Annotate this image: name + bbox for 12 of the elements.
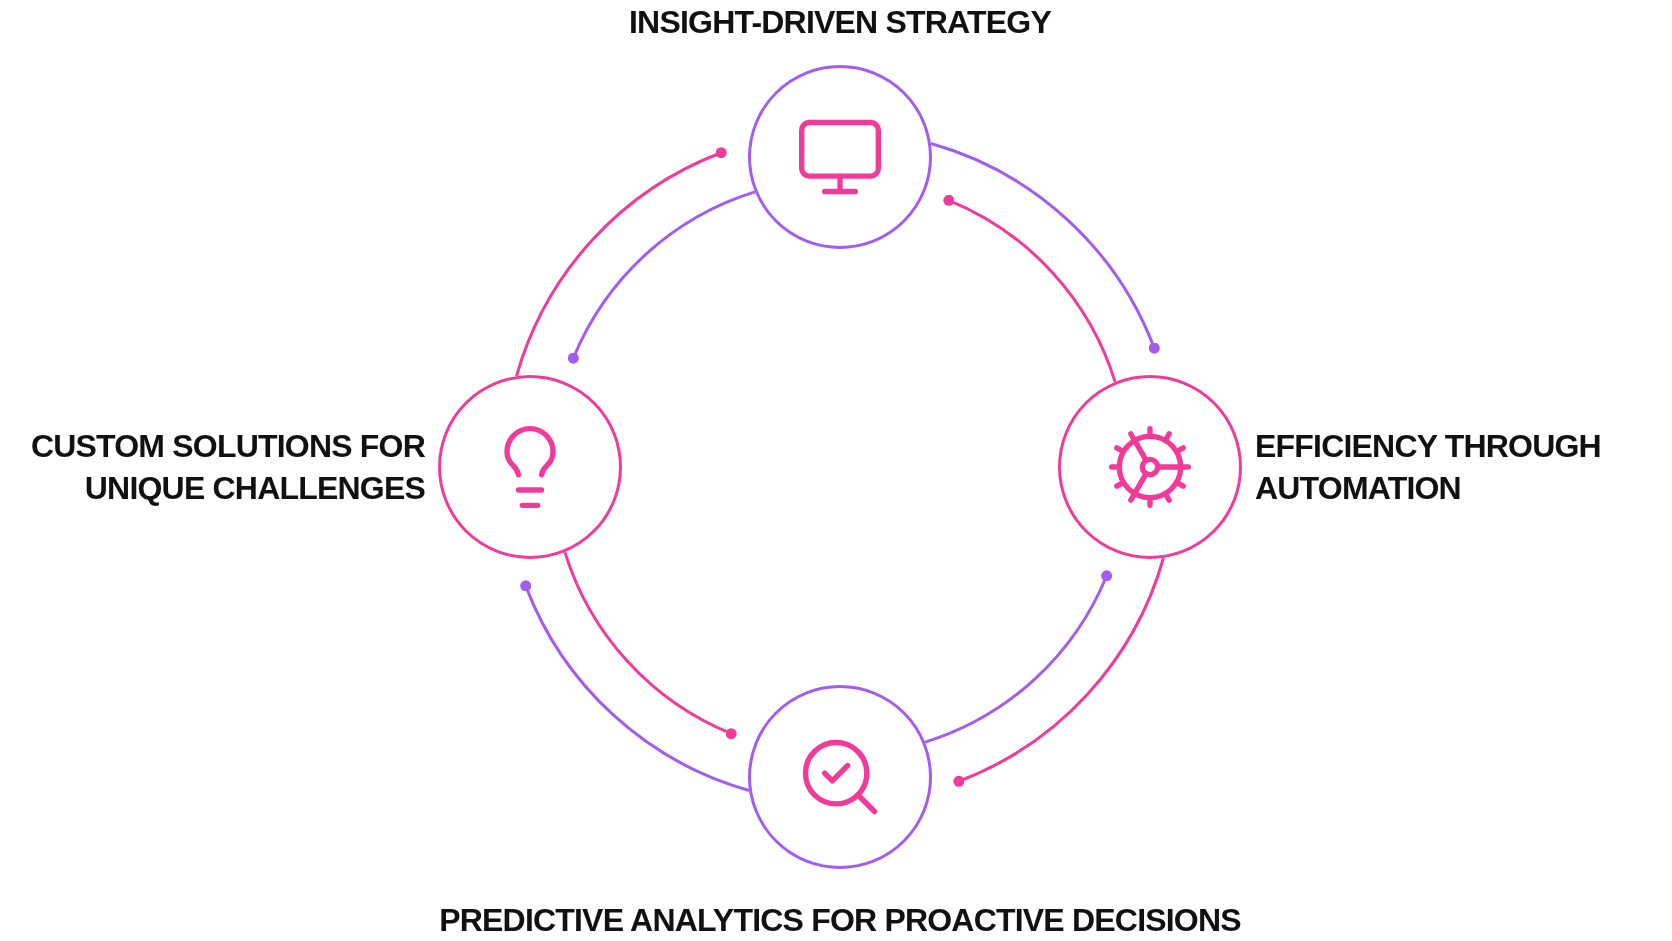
connector-arc	[943, 194, 1117, 383]
connector-arc	[515, 147, 727, 377]
connector-arc	[563, 551, 737, 740]
connector-arc	[924, 570, 1113, 744]
connector-arc	[930, 142, 1160, 354]
step-label: CUSTOM SOLUTIONS FOR UNIQUE CHALLENGES	[29, 427, 425, 508]
step-label: PREDICTIVE ANALYTICS FOR PROACTIVE DECISIONS	[439, 901, 1241, 940]
connector-arc	[567, 190, 756, 364]
step-label: INSIGHT-DRIVEN STRATEGY	[629, 3, 1051, 42]
connector-arc	[953, 557, 1165, 787]
connector-arc	[520, 580, 750, 792]
step-label: EFFICIENCY THROUGH AUTOMATION	[1255, 427, 1602, 508]
